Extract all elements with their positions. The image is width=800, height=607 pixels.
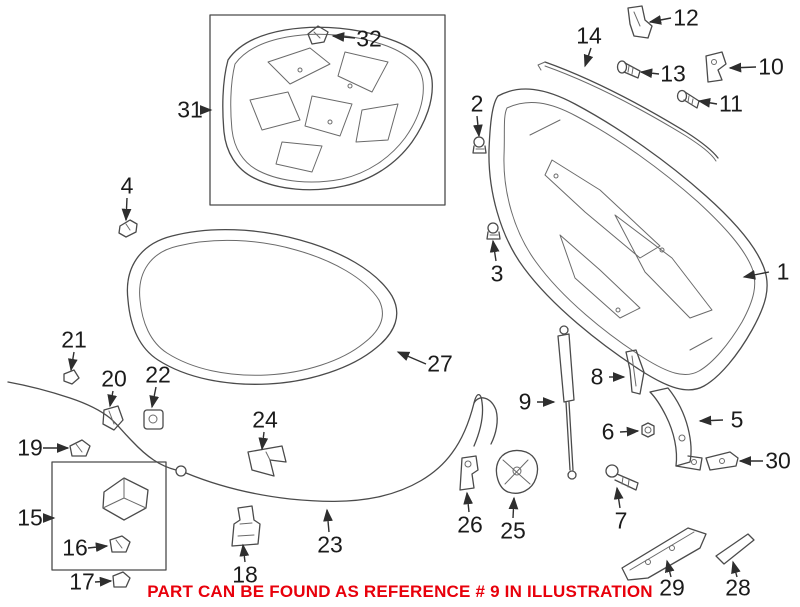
- hinge-5-shape: [649, 387, 703, 471]
- latch-25-shape: [495, 449, 539, 494]
- bolt-7-shape: [605, 464, 639, 491]
- seal-strip-shape: [537, 61, 719, 162]
- part-label-5: 5: [730, 406, 744, 433]
- part-label-30: 30: [765, 447, 791, 474]
- bracket-18-shape: [231, 505, 261, 547]
- part-label-19: 19: [17, 434, 43, 461]
- clip-16-shape: [109, 535, 131, 553]
- part-label-11: 11: [719, 90, 743, 117]
- part-label-18: 18: [232, 561, 258, 588]
- part-label-21: 21: [61, 326, 87, 353]
- part-label-28: 28: [725, 574, 751, 601]
- part-label-13: 13: [660, 60, 686, 87]
- part-label-16: 16: [62, 534, 88, 561]
- part-label-12: 12: [673, 4, 699, 31]
- grommet-2-shape: [472, 136, 487, 154]
- part-label-22: 22: [145, 361, 171, 388]
- part-label-2: 2: [470, 90, 484, 117]
- bolt-11-shape: [676, 89, 700, 109]
- clip-21-shape: [63, 369, 80, 385]
- clip-20-shape: [102, 405, 124, 431]
- bracket-12-shape: [627, 5, 653, 39]
- part-label-26: 26: [457, 511, 483, 538]
- bracket-8-shape: [625, 349, 645, 395]
- part-label-32: 32: [356, 25, 382, 52]
- sill-29-shape: [621, 527, 707, 581]
- part-label-9: 9: [518, 388, 532, 415]
- grommet-22-shape: [143, 409, 164, 430]
- hood-panel-shape: [488, 88, 768, 391]
- gas-strut-shape: [557, 325, 577, 480]
- info-label-shape: [247, 445, 287, 477]
- part-label-23: 23: [317, 531, 343, 558]
- part-label-31: 31: [177, 96, 203, 123]
- insulation-pad-box: [209, 14, 446, 206]
- part-label-17: 17: [69, 568, 95, 595]
- part-label-14: 14: [576, 22, 602, 49]
- leader-lines: [42, 15, 770, 587]
- clip-box-15: [51, 461, 167, 571]
- weatherstrip-shape: [126, 228, 398, 385]
- part-label-8: 8: [590, 363, 604, 390]
- bolt-13-shape: [616, 60, 641, 79]
- part-label-6: 6: [601, 418, 615, 445]
- part-label-1: 1: [776, 258, 790, 285]
- grommet-3-shape: [486, 222, 501, 240]
- part-label-29: 29: [659, 574, 685, 601]
- part-label-25: 25: [500, 517, 526, 544]
- part-label-10: 10: [758, 53, 784, 80]
- part-label-7: 7: [614, 507, 628, 534]
- bracket-30-shape: [705, 451, 739, 471]
- part-label-27: 27: [427, 350, 453, 377]
- part-label-20: 20: [101, 365, 127, 392]
- strip-28-shape: [715, 533, 755, 565]
- release-cable-shape: [7, 381, 498, 503]
- part-label-3: 3: [490, 260, 504, 287]
- clip-19-shape: [69, 439, 91, 457]
- part-label-15: 15: [17, 504, 43, 531]
- nut-6-shape: [641, 422, 655, 438]
- reference-note: PART CAN BE FOUND AS REFERENCE # 9 IN IL…: [147, 582, 653, 601]
- part-label-4: 4: [120, 172, 134, 199]
- clip-17-shape: [112, 571, 131, 588]
- clip-4-shape: [118, 219, 138, 238]
- bracket-26-shape: [459, 455, 479, 491]
- bracket-10-shape: [705, 51, 727, 83]
- part-label-24: 24: [252, 406, 278, 433]
- clip-32-shape: [307, 25, 329, 45]
